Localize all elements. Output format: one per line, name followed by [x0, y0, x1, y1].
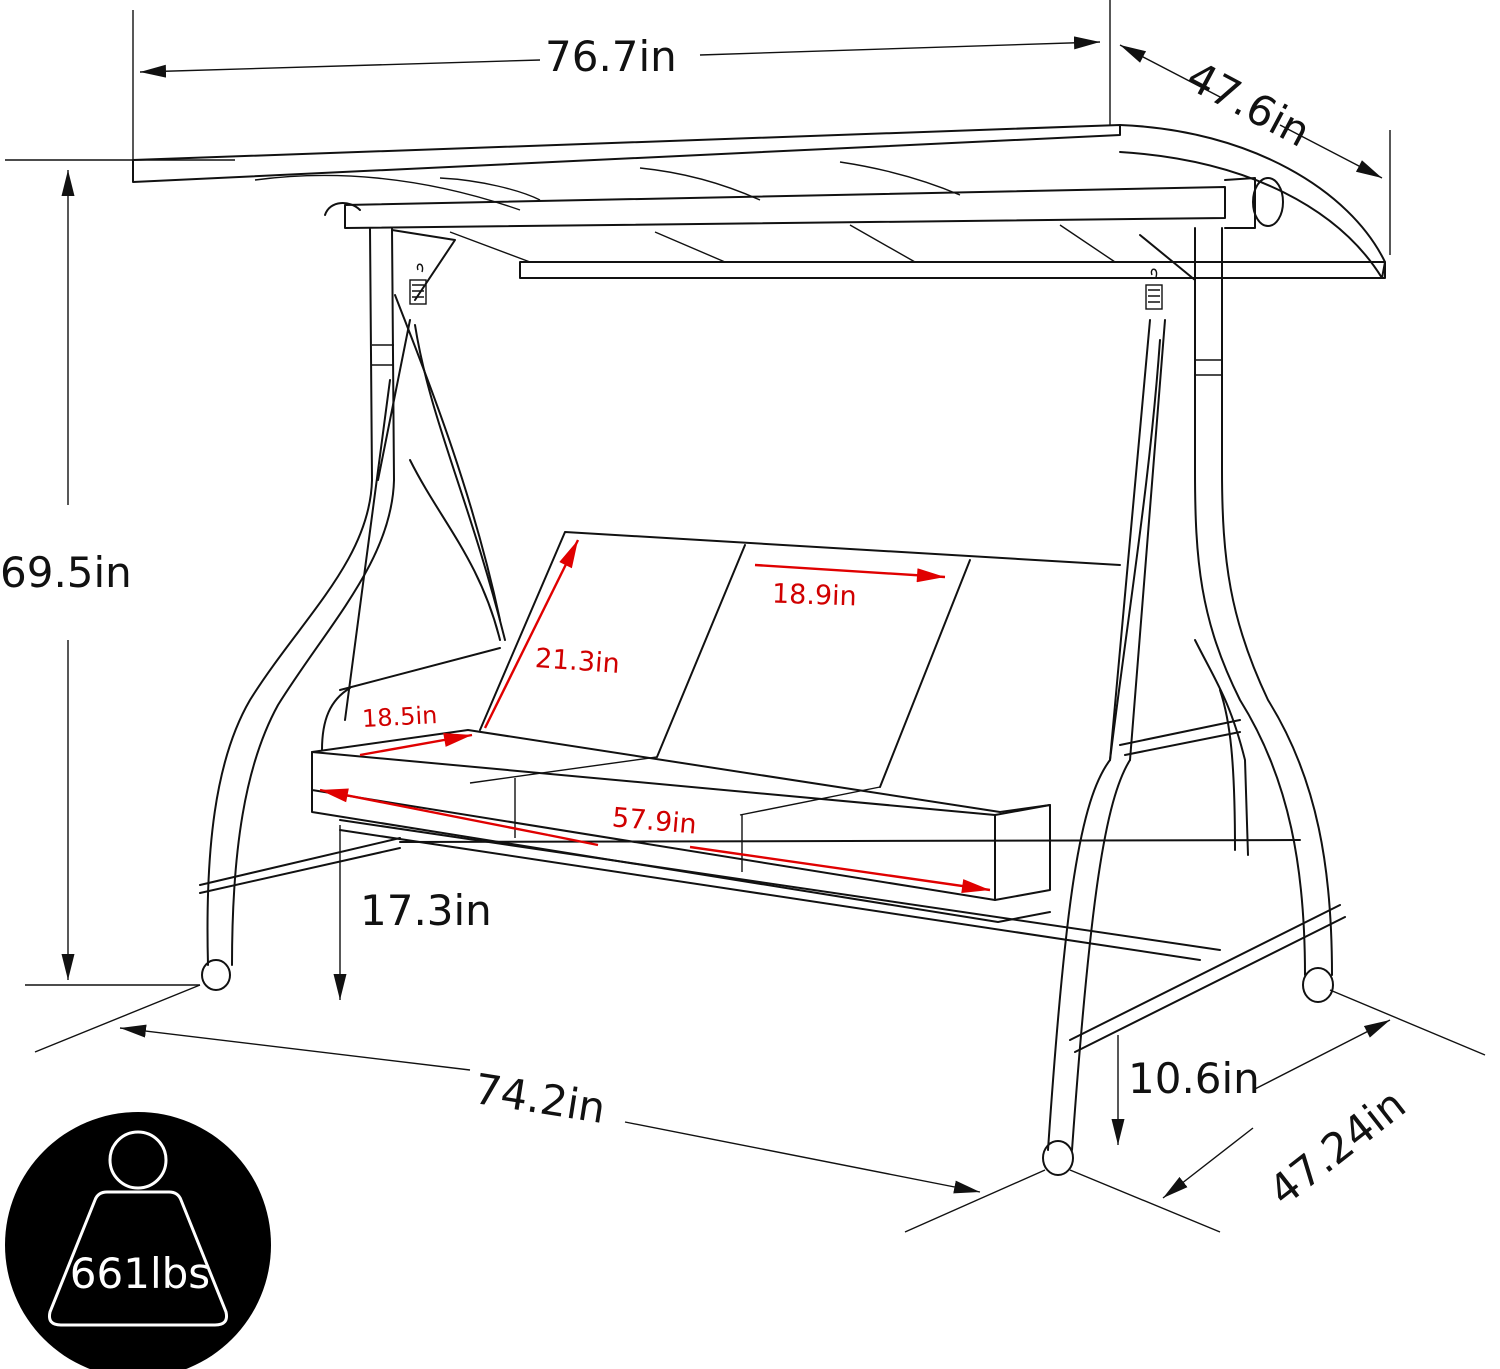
ground-lines [34, 984, 1486, 1233]
seat-depth-label: 18.5in [361, 701, 439, 733]
base-rails [199, 719, 1346, 1053]
seat-height-label: 17.3in [360, 886, 492, 935]
backrest [479, 531, 1121, 788]
backrest-height-label: 21.3in [534, 643, 621, 680]
weight-badge [5, 1112, 271, 1369]
backrest-width-label: 18.9in [771, 578, 858, 613]
base-bar-height-label: 10.6in [1128, 1054, 1260, 1103]
seat-width-label: 57.9in [610, 802, 698, 841]
red-dimension-arrows [319, 539, 991, 893]
overall-height-label: 69.5in [0, 548, 132, 597]
frame-right [1042, 227, 1334, 1176]
weight-icon [48, 1130, 228, 1327]
frame-left [201, 227, 506, 991]
spring-hooks [409, 263, 1163, 310]
top-bar [324, 177, 1284, 229]
overall-width-label: 76.7in [545, 32, 677, 81]
weight-capacity-label: 661lbs [69, 1249, 211, 1298]
dimension-lines [5, 0, 1391, 1199]
canopy [132, 124, 1386, 279]
